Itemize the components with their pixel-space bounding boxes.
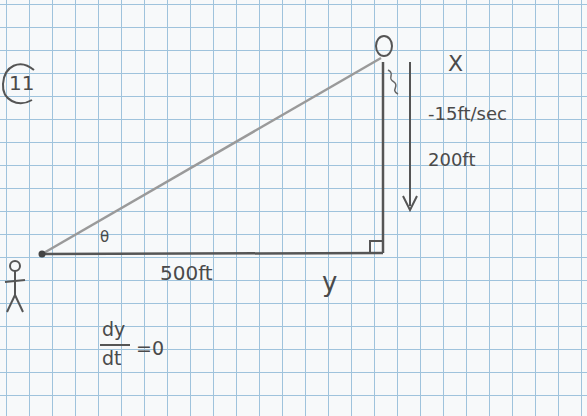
fraction-denominator: dt (102, 348, 122, 369)
variable-label: X (448, 52, 463, 76)
base-line (42, 253, 383, 254)
vertical-line (382, 62, 385, 253)
balloon-string (388, 70, 398, 94)
rate-label: -15ft/sec (428, 104, 507, 124)
dimension-label: 500ft (160, 262, 213, 284)
rate-arrowhead (403, 196, 417, 210)
balloon-symbol (376, 36, 392, 56)
right-angle-mark (370, 241, 383, 253)
hypotenuse-line (42, 58, 381, 254)
stick-figure (5, 261, 25, 312)
problem-number: 11 (9, 72, 34, 94)
fraction-numerator: dy (102, 319, 125, 340)
dimension-label: 200ft (428, 150, 475, 170)
variable-label: y (322, 268, 337, 297)
equation-value: =0 (136, 338, 164, 359)
angle-label: θ (100, 229, 109, 246)
number-circle (3, 64, 34, 103)
fraction-bar (100, 344, 130, 346)
rate-arrow (409, 62, 411, 206)
observer-point (39, 251, 46, 258)
